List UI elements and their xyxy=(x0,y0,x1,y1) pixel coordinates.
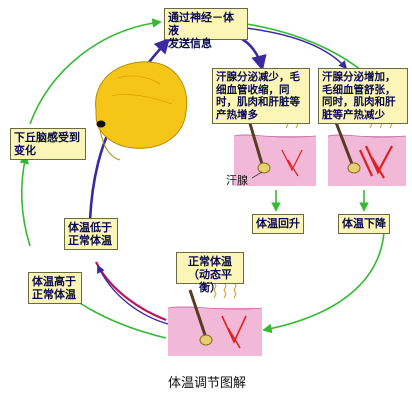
cycle-arrow-top-left xyxy=(29,18,162,125)
box-normal-temp: 正常体温 （动态平衡） xyxy=(176,252,244,294)
signal-arrow-normal-to-below xyxy=(95,261,167,322)
signal-arrow-to-increase xyxy=(245,27,348,70)
box-above-normal: 体温高于 正常体温 xyxy=(28,272,82,304)
box-below-normal: 体温低于 正常体温 xyxy=(64,218,118,250)
skin-section-decrease xyxy=(233,109,317,186)
box-temp-fall: 体温下降 xyxy=(338,214,390,234)
box-sweat-increase: 汗腺分泌增加，毛细血管舒张，同时，肌肉和肝脏等产热减少 xyxy=(318,68,408,124)
sweat-gland-pointer xyxy=(251,171,263,179)
cycle-arrow-left-up xyxy=(19,154,31,247)
box-temp-rise: 体温回升 xyxy=(252,214,304,234)
cycle-arrow-right-down xyxy=(262,231,385,334)
box-hypothalamus: 下丘脑感受到 变化 xyxy=(10,128,86,160)
box-sweat-decrease: 汗腺分泌减少，毛细血管收缩，同时，肌肉和肝脏等产热增多 xyxy=(212,68,310,124)
label-sweat-gland: 汗腺 xyxy=(226,174,248,187)
signal-arrow-normal-to-below-blue xyxy=(97,264,169,325)
box-nerve-body-fluid: 通过神经－体液 发送信息 xyxy=(164,8,248,50)
skin-section-increase xyxy=(327,111,407,186)
brain-illustration xyxy=(95,61,188,161)
skin-section-normal xyxy=(167,281,263,356)
diagram-caption: 体温调节图解 xyxy=(168,376,247,391)
